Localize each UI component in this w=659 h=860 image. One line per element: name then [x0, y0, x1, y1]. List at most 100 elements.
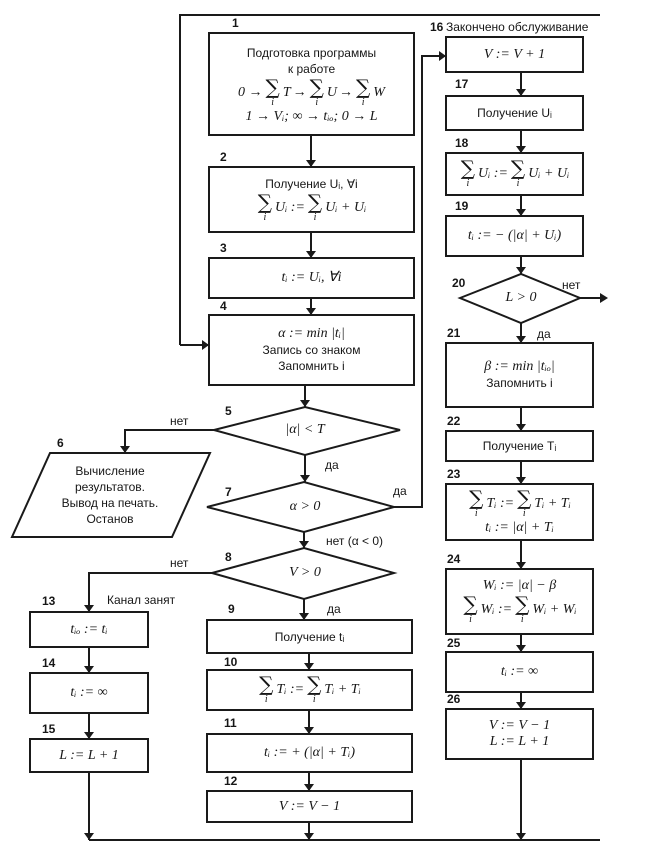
formula-text: Wᵢ + Wᵢ: [532, 601, 577, 617]
block-3-number: 3: [220, 241, 227, 255]
block-24-formula-2: ∑i Wᵢ := ∑i Wᵢ + Wᵢ: [462, 594, 576, 626]
block-20-condition: L > 0: [505, 290, 537, 305]
formula-text: Uᵢ + Uᵢ: [528, 166, 570, 181]
block-19-shape: [445, 215, 584, 257]
block-4-line-3: Запомнить i: [278, 359, 345, 373]
branch-5-no: нет: [170, 414, 189, 428]
block-16-note: Закончено обслуживание: [446, 20, 589, 34]
sigma: ∑: [469, 486, 484, 510]
sum-index: i: [263, 211, 267, 223]
block-26-number: 26: [447, 692, 461, 706]
block-8-shape: [208, 546, 398, 601]
sum-symbol: ∑i: [310, 77, 324, 109]
sigma: ∑: [460, 156, 475, 180]
block-13-shape: [29, 611, 149, 648]
block-7-condition: α > 0: [289, 499, 321, 514]
block-26: V := V − 1 L := L + 1: [446, 709, 593, 759]
branch-20-yes: да: [537, 327, 551, 341]
sum-index: i: [474, 508, 478, 519]
block-1-prepare: Подготовка программы к работе 0 → ∑i T →…: [209, 35, 414, 135]
block-6-line-4: Останов: [86, 512, 134, 526]
block-4-number: 4: [220, 299, 227, 313]
block-1-number: 1: [232, 16, 239, 30]
block-2-shape: [208, 166, 415, 233]
sigma: ∑: [517, 486, 532, 510]
block-1-formula-init: 1 → Vᵢ; ∞ → tᵢₒ; 0 → L: [245, 109, 378, 124]
formula-text: →: [339, 85, 354, 100]
formula-text: Tᵢ + Tᵢ: [534, 496, 571, 511]
block-25-number: 25: [447, 636, 461, 650]
block-2-number: 2: [220, 150, 227, 164]
sum-index: i: [520, 613, 524, 625]
sum-symbol: ∑i: [469, 488, 483, 520]
block-23: ∑i Tᵢ := ∑i Tᵢ + Tᵢ tᵢ := |α| + Tᵢ: [446, 484, 593, 540]
sum-symbol: ∑i: [461, 158, 475, 190]
formula-text: Uᵢ :=: [477, 166, 508, 181]
sum-index: i: [312, 694, 316, 705]
block-1-shape: [208, 32, 415, 136]
block-2-formula: ∑i Uᵢ := ∑i Uᵢ + Uᵢ: [257, 192, 367, 224]
sum-symbol: ∑i: [511, 158, 525, 190]
block-24-formula-1: Wᵢ := |α| − β: [482, 577, 557, 593]
block-6-number: 6: [57, 436, 64, 450]
branch-8-no: нет: [170, 556, 189, 570]
block-8-number: 8: [225, 550, 232, 564]
block-14: tᵢ := ∞: [70, 685, 108, 700]
formula-text: T: [282, 85, 291, 100]
block-22: Получение Tᵢ: [482, 439, 557, 453]
sigma: ∑: [309, 75, 324, 99]
block-11: tᵢ := + (|α| + Tᵢ): [264, 745, 355, 760]
formula-text: Uᵢ + Uᵢ: [325, 199, 367, 215]
block-9-number: 9: [228, 602, 235, 616]
block-7-number: 7: [225, 485, 232, 499]
block-4-formula: α := min |tᵢ|: [278, 326, 345, 341]
block-6-shape: [10, 452, 212, 538]
block-26-shape: [445, 708, 594, 760]
block-4-min-alpha: α := min |tᵢ| Запись со знаком Запомнить…: [209, 315, 414, 385]
block-8-condition: V > 0: [289, 565, 321, 580]
block-24-number: 24: [447, 552, 461, 566]
block-26-line-1: V := V − 1: [488, 718, 551, 733]
sum-index: i: [516, 178, 520, 189]
arrowheads: [84, 51, 608, 840]
branch-8-yes: да: [327, 602, 341, 616]
block-4-line-2: Запись со знаком: [262, 343, 361, 357]
block-6-line-1: Вычисление: [75, 464, 145, 478]
block-20-number: 20: [452, 276, 466, 290]
branch-5-yes: да: [325, 458, 339, 472]
block-5-number: 5: [225, 404, 232, 418]
block-15: L := L + 1: [59, 747, 119, 763]
block-18: ∑i Uᵢ := ∑i Uᵢ + Uᵢ: [446, 153, 583, 195]
sum-symbol: ∑i: [356, 77, 370, 109]
formula-text: 0 →: [238, 85, 263, 100]
block-18-formula: ∑i Uᵢ := ∑i Uᵢ + Uᵢ: [460, 158, 570, 190]
formula-text: Tᵢ :=: [276, 682, 305, 697]
sum-symbol: ∑i: [517, 488, 531, 520]
formula-text: Tᵢ :=: [486, 496, 515, 511]
sum-symbol: ∑i: [463, 594, 477, 626]
branch-7-no: нет (α < 0): [326, 534, 384, 548]
block-18-shape: [445, 152, 584, 196]
sum-index: i: [264, 694, 268, 705]
sum-index: i: [522, 508, 526, 519]
sigma: ∑: [307, 189, 323, 214]
sigma: ∑: [259, 672, 274, 696]
branch-7-yes: да: [393, 484, 407, 498]
block-5-condition: |α| < T: [285, 422, 325, 437]
block-16-number: 16: [430, 20, 444, 34]
sigma: ∑: [257, 189, 272, 214]
block-16: V := V + 1: [483, 46, 546, 62]
block-24-shape: [445, 568, 594, 635]
block-10-number: 10: [224, 655, 238, 669]
block-12-shape: [206, 790, 413, 823]
sum-symbol: ∑i: [515, 594, 529, 626]
block-5-shape: [210, 405, 401, 457]
block-17: Получение Uᵢ: [477, 106, 552, 120]
block-6-output: Вычисление результатов. Вывод на печать.…: [30, 455, 190, 535]
sigma: ∑: [265, 75, 280, 99]
block-21-min-beta: β := min |tᵢₒ| Запомнить i: [446, 343, 593, 407]
block-11-number: 11: [224, 716, 237, 730]
block-24: Wᵢ := |α| − β ∑i Wᵢ := ∑i Wᵢ + Wᵢ: [446, 569, 593, 634]
block-19-number: 19: [455, 199, 469, 213]
